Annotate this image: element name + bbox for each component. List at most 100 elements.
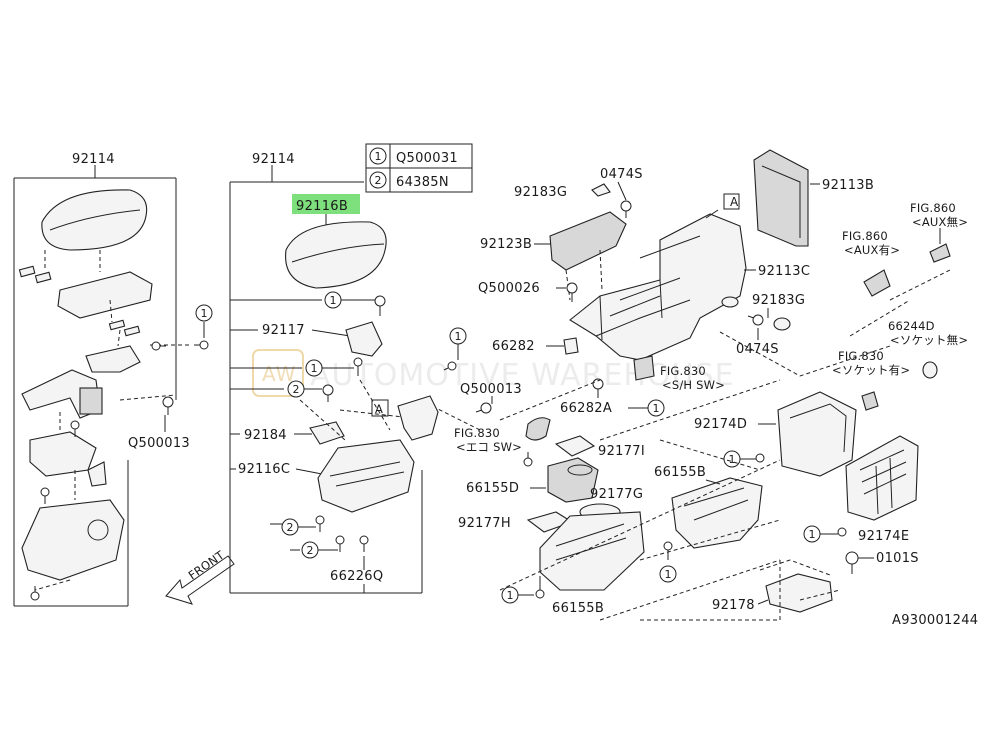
ref-marker-A-mid: A [375,402,383,416]
label-92174E[interactable]: 92174E [858,529,909,544]
armrest-lid-left [41,189,148,251]
side-panel-92174D [777,391,857,477]
watermark-badge: AW [262,362,296,386]
legend-2-num: 2 [375,174,382,187]
latch-bracket-left [85,345,141,373]
label-92183G-top[interactable]: 92183G [514,185,567,200]
fig860-aux-with[interactable]: FIG.860 [842,229,888,243]
label-66155B-upper[interactable]: 66155B [654,465,706,480]
screw-mid-b [353,357,363,376]
legend-1-part[interactable]: Q500031 [396,151,458,166]
screw-mid-g [475,402,492,414]
screw-66155B-lower [535,589,545,599]
callout-1-66155B-upper: 1 [665,568,672,581]
fig860-aux-none-sub: <AUX無> [912,215,968,229]
label-92184[interactable]: 92184 [244,428,287,443]
label-Q500013-left[interactable]: Q500013 [128,436,190,451]
label-92177G[interactable]: 92177G [590,487,643,502]
screw-left-a [151,341,166,351]
label-66244D[interactable]: 66244D [888,319,935,333]
callout-group-q500013: 1 Q500013 [443,327,522,414]
watermark-text: AUTOMOTIVE WAREHOUSE [310,358,735,393]
side-panel-92174E [845,435,919,521]
bracket-lower-left [29,431,97,477]
label-Q500026[interactable]: Q500026 [478,281,540,296]
tray-66155B-upper [671,477,763,549]
hinge-plate-left [57,271,153,319]
clip-92183G-right [773,317,791,331]
rear-panel-92113B [753,149,809,247]
screw-66282A [592,378,604,398]
label-0474S-right[interactable]: 0474S [736,342,779,357]
panel-92123B [549,211,627,271]
fig830-sh-sub: <S/H SW> [662,378,725,392]
label-92113B[interactable]: 92113B [822,178,874,193]
label-92177H[interactable]: 92177H [458,516,511,531]
label-92116C[interactable]: 92116C [238,462,290,477]
part-66282 [563,337,579,355]
cupholder-66155D [547,457,599,503]
callout-1-left-text: 1 [201,307,208,320]
fig830-eco[interactable]: FIG.830 [454,426,500,440]
label-66226Q[interactable]: 66226Q [330,569,383,584]
callout-2-mid-a: 2 [293,383,300,396]
label-0101S[interactable]: 0101S [876,551,919,566]
clip-92183G-top [591,183,611,197]
label-92183G-right[interactable]: 92183G [752,293,805,308]
screw-0474S-top [620,200,632,218]
label-66282A[interactable]: 66282A [560,401,612,416]
tray-92116C [317,439,415,513]
aux-jack [863,269,891,297]
ref-marker-A-right: A [730,195,739,209]
screw-0474S-right [747,314,764,326]
switch-sh [633,355,655,381]
label-66282[interactable]: 66282 [492,339,535,354]
socket-cap [922,361,938,379]
label-92178[interactable]: 92178 [712,598,755,613]
screw-mid-d [335,535,345,552]
label-92123B[interactable]: 92123B [480,237,532,252]
fig830-socket-sub: <ソケット有> [832,363,910,377]
label-92113C[interactable]: 92113C [758,264,810,279]
screw-left-d [30,586,40,601]
callout-1-92174D: 1 [729,453,736,466]
callout-1-66155B-lower: 1 [507,589,514,602]
label-Q500013-mid[interactable]: Q500013 [460,382,522,397]
label-66155B-lower[interactable]: 66155B [552,601,604,616]
bracket-92178 [765,573,833,613]
legend-2-part[interactable]: 64385N [396,175,449,190]
label-66155D[interactable]: 66155D [466,481,519,496]
watermark-badge-box [252,349,304,397]
fig860-aux-none[interactable]: FIG.860 [910,201,956,215]
watermark: AW AUTOMOTIVE WAREHOUSE [252,349,735,397]
screw-left-c [40,487,50,504]
fig860-aux-with-sub: <AUX有> [844,243,900,257]
legend-1-num: 1 [375,150,382,163]
switch-eco [525,417,551,441]
clip-mid-a [322,384,334,402]
screw-92174E [837,527,847,537]
label-0474S-top[interactable]: 0474S [600,167,643,182]
console-assembly-group: 0474S 92183G 92123B Q500026 66282 A 9211… [454,149,968,621]
label-92114-mid[interactable]: 92114 [252,152,295,167]
label-92117[interactable]: 92117 [262,323,305,338]
screw-mid-f [443,361,457,371]
callout-1-left [195,304,213,322]
bracket-A-mid [397,395,439,441]
callout-1-92174E: 1 [809,528,816,541]
left-assembly-group: 92114 1 Q500013 [13,152,213,607]
fig830-eco-sub: <エコ SW> [456,440,522,454]
screw-92174D [755,453,765,463]
callout-1-mid-a: 1 [330,294,337,307]
label-92114-left[interactable]: 92114 [72,152,115,167]
armrest-lid-92116B[interactable] [285,221,387,289]
screw-Q500026 [566,282,578,302]
front-arrow: FRONT [165,547,235,605]
label-92116B[interactable]: 92116B [296,199,348,214]
label-92177I[interactable]: 92177I [598,444,645,459]
label-66244D-sub: <ソケット無> [890,333,968,347]
middle-assembly-group: 92114 92116B 1 92117 1 2 92184 [229,152,481,594]
label-92174D[interactable]: 92174D [694,417,747,432]
fig830-sh[interactable]: FIG.830 [660,364,706,378]
